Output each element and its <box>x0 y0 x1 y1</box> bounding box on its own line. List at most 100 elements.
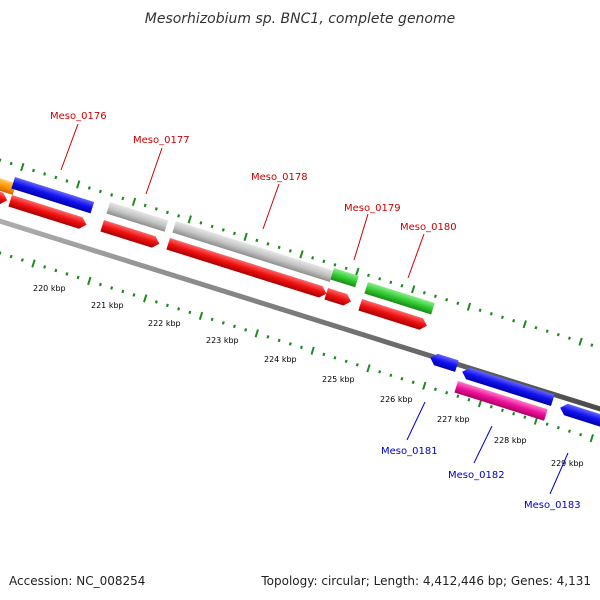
major-tick <box>422 381 427 390</box>
minor-tick <box>232 324 236 329</box>
minor-tick <box>344 359 348 364</box>
minor-tick <box>355 363 359 367</box>
gene-arrow-meso-0177[interactable] <box>106 202 169 232</box>
minor-tick <box>322 352 326 357</box>
minor-tick <box>500 408 504 413</box>
kbp-label: 229 kbp <box>551 459 584 468</box>
gene-arrow-meso-0180[interactable] <box>364 282 435 315</box>
gene-arrow-red-3[interactable] <box>100 220 161 249</box>
minor-tick <box>98 282 102 287</box>
gene-label-meso-0180[interactable]: Meso_0180 <box>400 222 457 233</box>
accession-text: Accession: NC_008254 <box>9 574 146 588</box>
minor-tick <box>210 224 214 229</box>
minor-tick <box>32 168 35 173</box>
minor-tick <box>65 179 69 183</box>
major-tick <box>31 259 36 268</box>
minor-tick <box>378 370 382 374</box>
gene-label-leaders <box>60 123 569 495</box>
minor-tick <box>567 429 571 433</box>
minor-tick <box>221 321 225 325</box>
minor-tick <box>433 387 437 392</box>
major-tick <box>87 276 92 286</box>
kbp-label: 223 kbp <box>206 336 239 345</box>
minor-tick <box>232 231 236 236</box>
minor-tick <box>154 300 158 304</box>
gene-arrow-red-1[interactable] <box>0 188 9 206</box>
minor-tick <box>277 245 281 250</box>
major-tick <box>466 302 472 311</box>
minor-tick <box>20 258 24 262</box>
minor-tick <box>288 249 292 253</box>
minor-tick <box>512 318 516 323</box>
minor-tick <box>221 228 225 232</box>
gene-arrow-meso-0181[interactable] <box>428 352 459 372</box>
minor-tick <box>523 415 527 419</box>
minor-tick <box>65 272 69 276</box>
gene-arrow-meso-0182-blue[interactable] <box>460 366 555 407</box>
minor-tick <box>87 186 91 190</box>
minor-tick <box>266 335 270 339</box>
gene-arrow-meso-0179[interactable] <box>330 268 359 288</box>
minor-tick <box>98 189 102 194</box>
minor-tick <box>500 315 504 320</box>
major-tick <box>76 180 81 189</box>
kbp-label: 226 kbp <box>380 395 413 404</box>
minor-tick <box>143 203 147 208</box>
major-tick <box>131 197 137 207</box>
gene-label-meso-0178[interactable]: Meso_0178 <box>251 172 308 183</box>
minor-tick <box>210 317 214 322</box>
kbp-label: 228 kbp <box>494 436 527 445</box>
major-tick <box>578 337 583 346</box>
minor-tick <box>545 422 549 426</box>
major-tick <box>254 329 259 338</box>
minor-tick <box>333 263 337 267</box>
minor-tick <box>590 343 594 347</box>
minor-tick <box>567 336 571 340</box>
gene-label-meso-0179[interactable]: Meso_0179 <box>344 203 401 214</box>
major-tick <box>143 294 148 303</box>
gene-arrow-red-2[interactable] <box>8 195 88 231</box>
gene-label-meso-0181[interactable]: Meso_0181 <box>381 446 438 457</box>
minor-tick <box>366 273 370 278</box>
major-tick <box>355 267 360 276</box>
minor-tick <box>378 277 382 281</box>
minor-tick <box>489 404 493 409</box>
gene-arrow-meso-0176[interactable] <box>11 177 95 214</box>
minor-tick <box>489 311 493 316</box>
minor-tick <box>411 380 415 385</box>
gene-arrow-red-6[interactable] <box>358 299 428 331</box>
gene-arrow-red-5[interactable] <box>324 288 352 307</box>
minor-tick <box>244 328 248 332</box>
minor-tick <box>177 214 181 218</box>
major-tick <box>366 364 371 373</box>
gene-arrow-orange[interactable] <box>0 172 17 195</box>
kbp-label: 222 kbp <box>148 319 181 328</box>
gene-arrow-meso-0183[interactable] <box>558 402 600 432</box>
major-tick <box>310 346 315 355</box>
major-tick <box>20 162 25 172</box>
major-tick <box>198 311 204 321</box>
outer-tick-track <box>0 158 594 347</box>
gene-arrow-meso-0178[interactable] <box>172 221 334 283</box>
major-tick <box>522 320 527 329</box>
minor-tick <box>121 196 125 201</box>
minor-tick <box>165 210 169 215</box>
minor-tick <box>400 283 404 288</box>
gene-arrow-meso-0182[interactable] <box>454 381 548 421</box>
minor-tick <box>188 310 192 315</box>
gene-label-meso-0177[interactable]: Meso_0177 <box>133 135 190 146</box>
gene-label-meso-0176[interactable]: Meso_0176 <box>50 111 107 122</box>
minor-tick <box>400 376 404 381</box>
minor-tick <box>110 286 114 290</box>
topology-text: Topology: circular; Length: 4,412,446 bp… <box>261 574 591 588</box>
minor-tick <box>110 193 114 197</box>
gene-arrow-red-4[interactable] <box>166 238 328 299</box>
minor-tick <box>445 390 449 395</box>
minor-tick <box>556 332 560 337</box>
minor-tick <box>76 275 80 280</box>
gene-label-meso-0183[interactable]: Meso_0183 <box>524 500 581 511</box>
gene-label-meso-0182[interactable]: Meso_0182 <box>448 470 505 481</box>
minor-tick <box>456 301 460 306</box>
